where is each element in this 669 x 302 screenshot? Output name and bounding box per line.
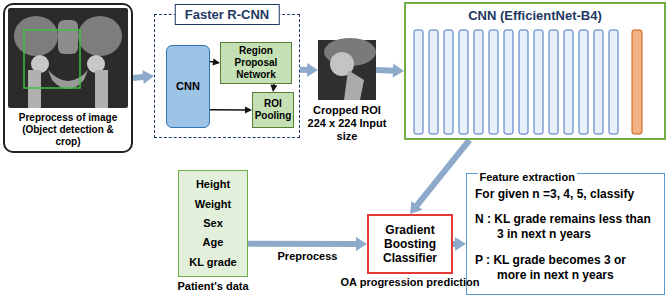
box-heading: CNN (EfficientNet-B4) (468, 4, 602, 23)
output-box: For given n =3, 4, 5, classify N : KL gra… (466, 173, 665, 295)
xray-image (8, 8, 128, 108)
flow-arrow (210, 59, 220, 66)
arrow-shaft (248, 241, 358, 247)
layer-block (489, 30, 498, 134)
sacrum (58, 20, 78, 54)
flow-arrow (210, 106, 252, 113)
box-label: Region Proposal Network (223, 45, 289, 81)
flow-arrow (248, 237, 367, 251)
flow-arrow (453, 237, 466, 251)
arrow-head (455, 237, 466, 251)
layer-block (564, 30, 573, 134)
flow-arrow (376, 64, 404, 78)
box-label: For given n =3, 4, 5, classify (475, 187, 656, 202)
arrow-shaft (210, 109, 246, 111)
network-layers (414, 30, 642, 134)
box-heading: Patient's data (177, 280, 248, 293)
flow-arrow (133, 70, 154, 84)
layer-block (519, 30, 528, 134)
detection-box (24, 30, 80, 88)
arrow-head (213, 59, 220, 66)
edge-label: Feature extraction (478, 171, 577, 183)
layer-block (504, 30, 513, 134)
box-label: KL grade (189, 256, 236, 269)
box-label: Weight (195, 198, 231, 211)
box-heading: OA progression prediction (341, 276, 480, 289)
arrow-head (307, 63, 318, 77)
box-label: Age (203, 236, 224, 249)
femur-shaft (28, 70, 41, 108)
arrow-shaft (376, 67, 395, 74)
arrow-head (393, 64, 404, 78)
pubic-arch (48, 70, 88, 89)
femur-shaft (95, 70, 108, 108)
arrow-shaft (416, 140, 470, 207)
layer-block (609, 30, 618, 134)
arrow-head (270, 85, 277, 92)
arrow-head (410, 201, 422, 214)
flow-arrow (410, 140, 470, 214)
femur-neck (344, 70, 364, 100)
box-label: ROI Pooling (255, 98, 292, 122)
layer-block (429, 30, 438, 134)
process-box: Region Proposal Network (220, 42, 292, 84)
iliac-wing (14, 16, 58, 56)
layer-block (534, 30, 543, 134)
box-label: Height (196, 178, 230, 191)
box-heading: Faster R-CNN (175, 4, 280, 25)
layer-block (549, 30, 558, 134)
data-box: HeightWeightSexAgeKL gradePatient's data (178, 170, 248, 277)
arrow-head (142, 70, 154, 84)
box-label: P : KL grade becomes 3 or more in next n… (475, 253, 656, 283)
cropped-image (318, 38, 376, 100)
network-box: CNN (EfficientNet-B4) (404, 2, 666, 140)
classifier-box: Gradient Boosting ClassifierOA progressi… (367, 214, 453, 274)
process-box: ROI Pooling (252, 92, 294, 128)
output-layer (632, 30, 642, 134)
layer-block (444, 30, 453, 134)
box-label: Gradient Boosting Classifier (372, 223, 448, 265)
box-label: N : KL grade remains less than 3 in next… (475, 212, 656, 242)
layer-block (594, 30, 603, 134)
box-label: Sex (203, 217, 223, 230)
box-label: CNN (176, 80, 200, 93)
layer-block (474, 30, 483, 134)
layer-block (579, 30, 588, 134)
arrow-head (245, 106, 252, 113)
iliac-wing (78, 16, 122, 56)
flow-arrow (270, 84, 277, 92)
layer-block (459, 30, 468, 134)
model-group: Faster R-CNNCNNRegion Proposal NetworkRO… (154, 14, 300, 138)
xray-ground (8, 8, 128, 108)
image-box: Cropped ROI 224 x 224 Input size (318, 40, 376, 100)
layer-block (414, 30, 423, 134)
process-box: CNN (166, 45, 210, 128)
box-heading: Cropped ROI 224 x 224 Input size (307, 104, 387, 143)
preprocess-box: Preprocess of image (Object detection & … (3, 3, 133, 153)
box-label: Preprocess of image (Object detection & … (9, 112, 127, 148)
flow-arrow (300, 63, 318, 77)
edge-label: Preprocess (276, 250, 340, 262)
arrow-head (356, 237, 367, 251)
